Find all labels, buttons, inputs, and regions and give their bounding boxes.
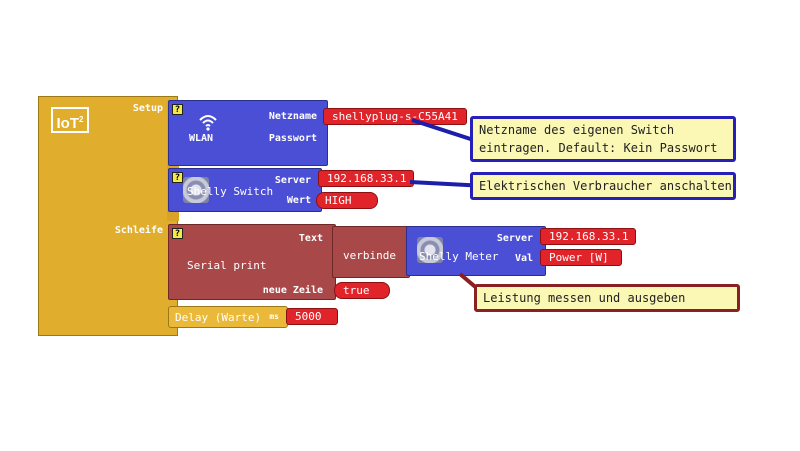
shelly-meter-block[interactable]: Shelly Meter Server Val — [406, 226, 546, 276]
shelly-meter-title: Shelly Meter — [419, 250, 499, 263]
meter-val-value-field[interactable]: Power [W] — [540, 249, 622, 266]
loop-label: Schleife — [114, 225, 163, 236]
switch-wert-label: Wert — [286, 195, 311, 206]
shelly-switch-title: Shelly Switch — [187, 185, 274, 198]
verbinde-block[interactable]: verbinde — [332, 226, 410, 278]
wlan-block[interactable]: ? WLAN Netzname Passwort — [168, 100, 328, 166]
serial-text-label: Text — [298, 233, 323, 244]
iot-logo-text: IoT — [56, 115, 80, 132]
wlan-comment-line1: Netzname des eigenen Switch — [479, 123, 675, 137]
meter-comment-note[interactable]: Leistung messen und ausgeben — [474, 284, 740, 312]
switch-wert-value-field[interactable]: HIGH — [316, 192, 378, 209]
delay-value-field[interactable]: 5000 — [286, 308, 338, 325]
iot-logo-sup: 2 — [79, 115, 84, 124]
switch-comment-text: Elektrischen Verbraucher anschalten — [479, 179, 732, 193]
wlan-title: WLAN — [189, 133, 214, 144]
wlan-comment-line2: eintragen. Default: Kein Passwort — [479, 141, 718, 155]
newline-value-field[interactable]: true — [334, 282, 390, 299]
netzname-label: Netzname — [268, 111, 317, 122]
switch-server-label: Server — [274, 175, 311, 186]
switch-server-value-field[interactable]: 192.168.33.1 — [318, 170, 414, 187]
shelly-switch-device-icon — [183, 177, 209, 203]
meter-server-value-field[interactable]: 192.168.33.1 — [540, 228, 636, 245]
setup-label: Setup — [132, 103, 163, 114]
switch-comment-note[interactable]: Elektrischen Verbraucher anschalten — [470, 172, 736, 200]
iot-main-block[interactable]: IoT2 Setup Schleife — [38, 96, 179, 336]
shelly-switch-block[interactable]: ? Shelly Switch Server Wert — [168, 168, 322, 212]
delay-unit: ms — [269, 312, 279, 321]
delay-title: Delay (Warte) — [175, 311, 262, 324]
meter-comment-text: Leistung messen und ausgeben — [483, 291, 686, 305]
wlan-help-icon[interactable]: ? — [172, 104, 183, 115]
verbinde-label: verbinde — [343, 249, 396, 262]
meter-val-label: Val — [514, 253, 533, 264]
iot-logo: IoT2 — [51, 107, 89, 133]
netzname-value-field[interactable]: shellyplug-s-C55A41 — [323, 108, 467, 125]
shelly-meter-device-icon — [417, 237, 443, 263]
switch-help-icon[interactable]: ? — [172, 172, 183, 183]
meter-server-label: Server — [496, 233, 533, 244]
wifi-icon — [199, 115, 217, 131]
wlan-comment-note[interactable]: Netzname des eigenen Switch eintragen. D… — [470, 116, 736, 162]
serial-print-block[interactable]: ? Serial print Text neue Zeile — [168, 224, 336, 300]
serial-help-icon[interactable]: ? — [172, 228, 183, 239]
delay-block[interactable]: Delay (Warte) ms — [168, 306, 288, 328]
switch-comment-connector — [409, 180, 475, 188]
serial-newline-label: neue Zeile — [262, 285, 323, 296]
passwort-label: Passwort — [268, 133, 317, 144]
serial-print-title: Serial print — [187, 259, 267, 272]
